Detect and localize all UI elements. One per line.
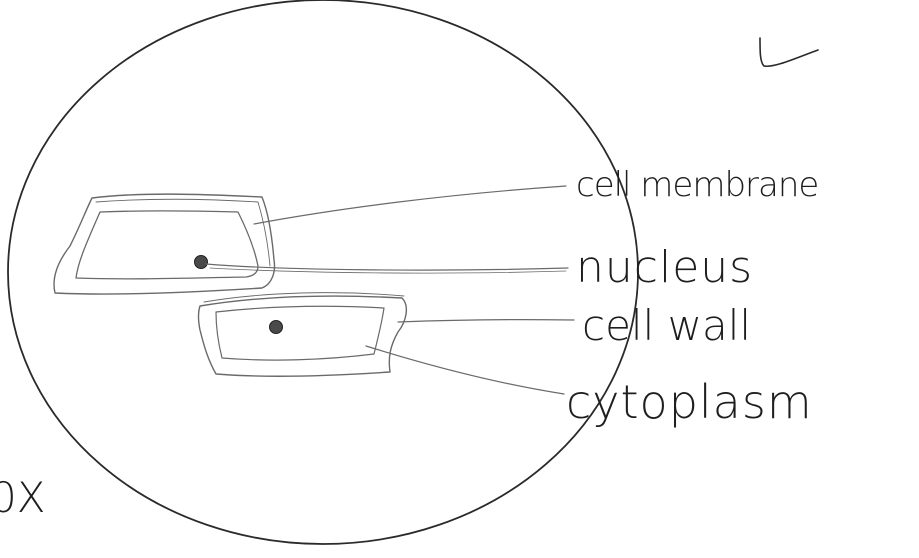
leader-line-nucleus	[206, 264, 568, 270]
label-cell-membrane: cell membrane	[576, 165, 818, 205]
lower-cell-membrane	[216, 306, 384, 360]
label-magnification: 0X	[0, 473, 46, 522]
label-cell-wall: cell wall	[582, 301, 751, 350]
leader-line-cytoplasm	[366, 346, 564, 394]
leader-line-cell-membrane	[254, 186, 566, 224]
label-cytoplasm: cytoplasm	[566, 375, 813, 429]
leader-line-cell-wall	[398, 320, 574, 322]
lower-cell-nucleus	[270, 321, 283, 334]
upper-cell-membrane	[76, 211, 258, 279]
upper-cell-wall-sketch	[96, 199, 270, 266]
check-mark	[760, 38, 818, 66]
label-nucleus: nucleus	[576, 242, 753, 293]
upper-cell-nucleus	[195, 256, 208, 269]
